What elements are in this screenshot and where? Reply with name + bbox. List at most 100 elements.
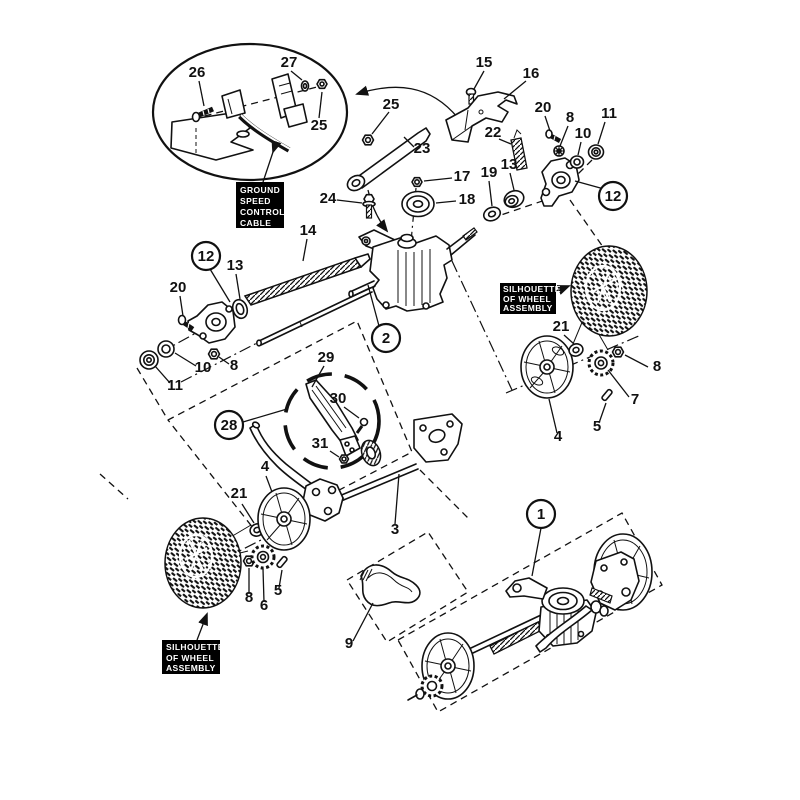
part-gear-6 (250, 544, 276, 570)
callout-31: 31 (312, 435, 329, 452)
part-screw-26 (191, 106, 214, 123)
callout-2-circled: 2 (382, 330, 390, 347)
dashed-link-line (419, 469, 471, 521)
callout-13-right: 13 (501, 156, 518, 173)
label-ground-speed-control-cable: GROUND SPEED CONTROL CABLE (236, 139, 284, 228)
callout-20-left: 20 (170, 279, 187, 296)
label-line-2: SPEED (240, 196, 271, 206)
callout-12-right-circled: 12 (605, 188, 622, 205)
silhouette-leader-right-1 (572, 319, 584, 345)
callout-16: 16 (523, 65, 540, 82)
callout-8-right: 8 (566, 109, 574, 126)
part-nut-8-right-wheel (611, 346, 625, 358)
callout-1-circled: 1 (537, 506, 545, 523)
part-assembly-spring (589, 587, 613, 604)
part-wheel-silhouette-right (570, 245, 648, 337)
part-bracket-16 (445, 91, 518, 143)
part-nut-17 (411, 176, 423, 188)
detail-ellipse-border (151, 42, 349, 182)
part-bearing-10-left (157, 340, 175, 358)
label-line-2: OF WHEEL (166, 653, 214, 663)
label-line-1: SILHOUETTE (503, 284, 561, 294)
callout-21-left: 21 (231, 485, 248, 502)
callout-10-right: 10 (575, 125, 592, 142)
label-line-1: SILHOUETTE (166, 642, 224, 652)
part-bushing-10-right (569, 155, 585, 169)
callout-5-right: 5 (593, 418, 601, 435)
circle-28 (213, 409, 245, 441)
part-bracket-12-left (187, 301, 236, 344)
part-star-washer-8-right (553, 145, 565, 157)
part-wheel-silhouette-left (164, 517, 242, 609)
callout-18: 18 (459, 191, 476, 208)
callout-8-left: 8 (230, 357, 238, 374)
callout-8-right-wheel: 8 (653, 358, 661, 375)
label-line-4: CABLE (240, 218, 271, 228)
part-retainer-13-left (231, 298, 249, 320)
dashed-box-bracket9 (346, 531, 469, 643)
label-silhouette-of-wheel-assembly-left: SILHOUETTE OF WHEEL ASSEMBLY (162, 612, 224, 674)
callout-26: 26 (189, 64, 206, 81)
part-lever-23 (346, 127, 431, 192)
arrow-to-detail-view (355, 85, 459, 119)
label-leader-arrow (262, 139, 282, 183)
part-nut-31 (338, 454, 350, 464)
callout-25: 25 (383, 96, 400, 113)
callout-7: 7 (631, 391, 639, 408)
callout-20-right: 20 (535, 99, 552, 116)
callout-11-right: 11 (601, 105, 617, 122)
callout-29: 29 (318, 349, 335, 366)
part-bearing-19 (482, 206, 502, 222)
part-control-bracket (170, 73, 308, 161)
callout-19: 19 (481, 164, 498, 181)
label-line-3: ASSEMBLY (503, 303, 553, 313)
callout-6: 6 (260, 597, 268, 614)
callout-30: 30 (330, 390, 347, 407)
callout-17: 17 (454, 168, 471, 185)
part-wheel-4-right (520, 335, 574, 399)
part-pulley-18 (401, 190, 435, 218)
part-bearing-11-right (587, 144, 605, 160)
callout-28-circled: 28 (221, 417, 238, 434)
label-box (236, 182, 284, 228)
dashed-tail-line (99, 473, 129, 500)
axis-axle (180, 342, 258, 383)
part-washer-27 (300, 80, 310, 92)
callout-3: 3 (391, 521, 399, 538)
callout-25-detail: 25 (311, 117, 328, 134)
callout-5-left: 5 (274, 582, 282, 599)
part-nut-8-left (207, 348, 221, 360)
part-mounting-plate-3 (413, 413, 463, 463)
callout-22: 22 (485, 124, 502, 141)
part-complete-drive-assembly-1 (407, 533, 653, 701)
part-bearing-11-left (139, 350, 159, 370)
part-washer-21-right (568, 343, 584, 357)
part-pin-5-left (276, 555, 288, 569)
part-shift-arm-29 (305, 379, 361, 457)
dashed-line-to-silhouette (569, 199, 604, 248)
circle-1 (525, 498, 557, 530)
callout-9: 9 (345, 635, 353, 652)
dashed-detail-circle (283, 372, 381, 470)
callout-4-left: 4 (261, 458, 270, 475)
callout-14: 14 (300, 222, 317, 239)
callout-leaders (154, 70, 649, 642)
part-worm-shaft-14 (243, 253, 371, 306)
part-nut-25-detail (316, 78, 328, 90)
label-leader-arrow (555, 285, 571, 295)
callout-21-right: 21 (553, 318, 570, 335)
part-cable (238, 114, 291, 153)
part-screw-20-right (545, 129, 562, 143)
callout-23: 23 (414, 140, 431, 157)
callout-24: 24 (320, 190, 337, 207)
circle-12-right (597, 180, 629, 212)
part-pin-5-right (601, 388, 613, 402)
part-drag-link-3 (249, 413, 463, 522)
detail-view-ellipse (151, 42, 349, 182)
callout-numbers: 26 2 7 25 1 5 16 25 23 22 20 8 10 11 24 17… (167, 54, 661, 652)
axis-gearbox-to-wheel (451, 260, 513, 391)
callout-12-left-circled: 12 (198, 248, 215, 265)
callout-10-left: 10 (195, 359, 212, 376)
